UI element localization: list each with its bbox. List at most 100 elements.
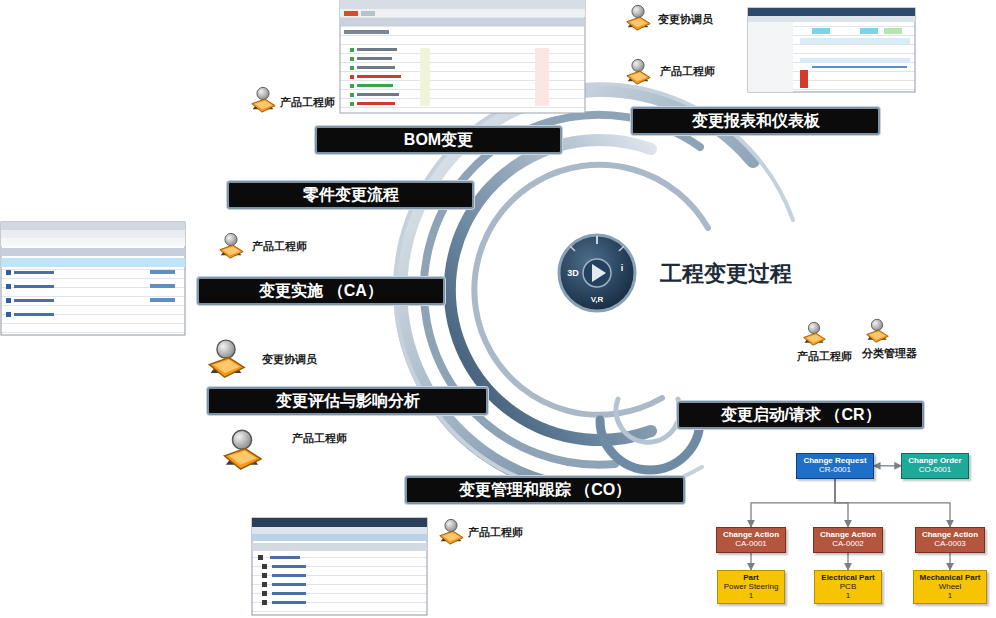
screen-frame [340,0,585,113]
screen-cell [272,583,306,586]
screen-cell [884,28,902,34]
screen-toolbar [252,534,427,541]
node-text: 1 [749,592,753,601]
swirl-arc [474,165,708,415]
person-icon [627,59,650,84]
role-label: 产品工程师 [660,65,715,78]
screen-cell [272,601,306,604]
screen-cell [14,271,54,274]
screenshot [1,222,185,335]
node-title: 零件变更流程 [303,185,399,206]
node-title: 变更报表和仪表板 [692,111,820,132]
screen-cell [812,66,907,68]
swirl-arc [395,84,793,494]
screen-cell [272,565,306,568]
screen-cell [150,270,175,274]
screen-icon [800,70,808,88]
screen-icon [262,564,267,569]
compass-letter: i [621,263,624,273]
screen-toolbar [1,230,185,238]
screen-row [800,58,910,63]
screen-cell [860,28,878,34]
connector [751,479,835,527]
screen-icon [350,57,354,61]
role-label: 产品工程师 [797,350,852,363]
screen-cell [150,298,175,302]
person-icon [252,87,275,112]
role-icons [209,5,888,544]
screen-toolbar [748,8,915,16]
screen-cell [357,66,395,69]
screen-icon [262,582,267,587]
process-box: Change ActionCA-0001 [716,527,786,553]
screen-cell [344,30,389,34]
screenshot [340,0,585,113]
person-icon [627,5,650,30]
screen-sidebar [748,22,793,92]
compass-tick [619,246,624,251]
screen-cell [14,313,54,316]
node-text: CR-0001 [819,466,851,475]
node-title: Mechanical Part [920,574,981,583]
connector [750,553,751,570]
screen-toolbar [252,527,427,534]
screen-header [1,248,185,256]
role-label: 变更协调员 [262,353,317,366]
diagram-title: 工程变更过程 [660,259,792,289]
screen-cell [14,299,54,302]
screen-cell [272,592,306,595]
screen-icon [350,93,354,97]
screen-cell [357,84,393,87]
node-title: Change Action [723,531,779,540]
screen-icon [350,75,354,79]
stage-bar: 变更报表和仪表板 [631,107,880,135]
stage-bar: 零件变更流程 [227,181,474,209]
screen-column [535,48,549,106]
screen-toolbar [252,518,427,527]
screen-toolbar [1,238,185,246]
node-text: 1 [948,592,952,601]
role-label: 产品工程师 [252,240,307,253]
stage-bar: BOM变更 [315,126,562,154]
screen-toolbar [340,9,585,17]
screen-cell [357,48,397,51]
compass-logo [559,235,635,311]
screen-cell [14,285,54,288]
node-title: 变更评估与影响分析 [276,391,420,412]
screen-toolbar [340,0,585,9]
screen-icon [350,48,354,52]
screen-row [1,258,185,267]
role-label: 产品工程师 [468,526,523,539]
screen-column [420,48,430,106]
screen-icon [6,270,11,275]
node-text: CA-0002 [832,540,864,549]
person-icon [440,519,463,544]
screen-icon [350,66,354,70]
person-icon [209,340,244,377]
node-title: 变更启动/请求 （CR） [721,405,881,426]
play-symbol [592,264,606,282]
screen-cell [357,57,392,60]
screen-icon [6,284,11,289]
screen-frame [748,8,915,92]
process-box: Change RequestCR-0001 [796,453,873,479]
screen-icon [262,573,267,578]
compass-letter: V,R [591,295,604,304]
screen-frame [1,222,185,335]
compass-letter: 3D [567,268,579,278]
screen-icon [350,102,354,106]
person-icon [804,322,826,345]
node-title: Change Action [820,531,876,540]
compass-tick [570,246,575,251]
screen-icon [6,312,11,317]
process-box: Mechanical PartWheel1 [913,570,988,604]
node-title: Change Request [803,457,866,466]
person-icon [224,430,261,469]
screen-header [252,543,427,551]
screen-cell [357,93,399,96]
screen-icon [262,600,267,605]
person-icon [220,233,243,258]
node-text: CA-0003 [934,540,966,549]
